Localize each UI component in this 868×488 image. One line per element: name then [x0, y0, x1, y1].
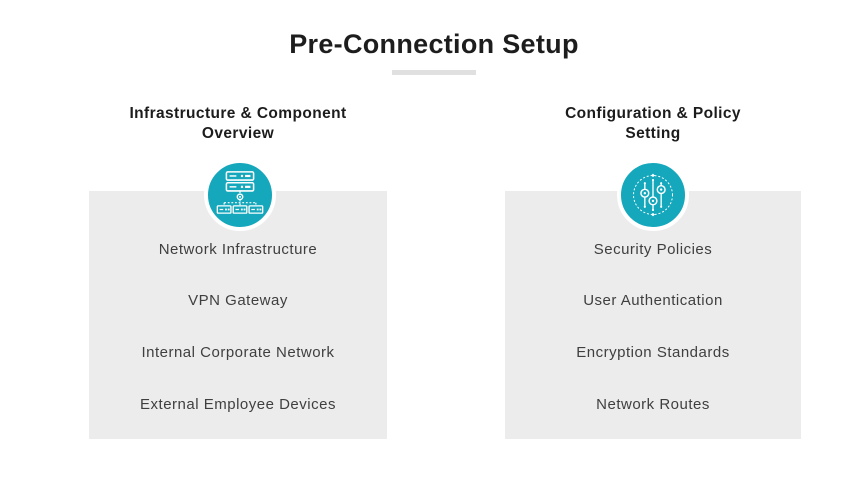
list-item: Security Policies: [593, 241, 713, 258]
column-heading-configuration: Configuration & Policy Setting: [505, 104, 801, 144]
page-title: Pre-Connection Setup: [289, 29, 579, 59]
list-item: Network Routes: [596, 396, 710, 413]
heading-line-1: Infrastructure & Component: [129, 105, 347, 122]
title-underline: [392, 70, 476, 75]
panel-configuration: Security Policies User Authentication En…: [505, 191, 801, 439]
list-item: External Employee Devices: [140, 396, 336, 413]
list-item: Internal Corporate Network: [141, 344, 335, 361]
list-item: Encryption Standards: [576, 344, 730, 361]
heading-line-2: Setting: [625, 125, 681, 142]
heading-line-2: Overview: [201, 125, 275, 142]
settings-sliders-icon: [617, 159, 689, 231]
list-item: VPN Gateway: [188, 292, 288, 309]
column-heading-infrastructure: Infrastructure & Component Overview: [89, 104, 387, 144]
panel-infrastructure: Network Infrastructure VPN Gateway Inter…: [89, 191, 387, 439]
network-infrastructure-icon: [204, 159, 276, 231]
list-item: User Authentication: [583, 292, 723, 309]
list-item: Network Infrastructure: [158, 241, 318, 258]
heading-line-1: Configuration & Policy: [565, 105, 741, 122]
